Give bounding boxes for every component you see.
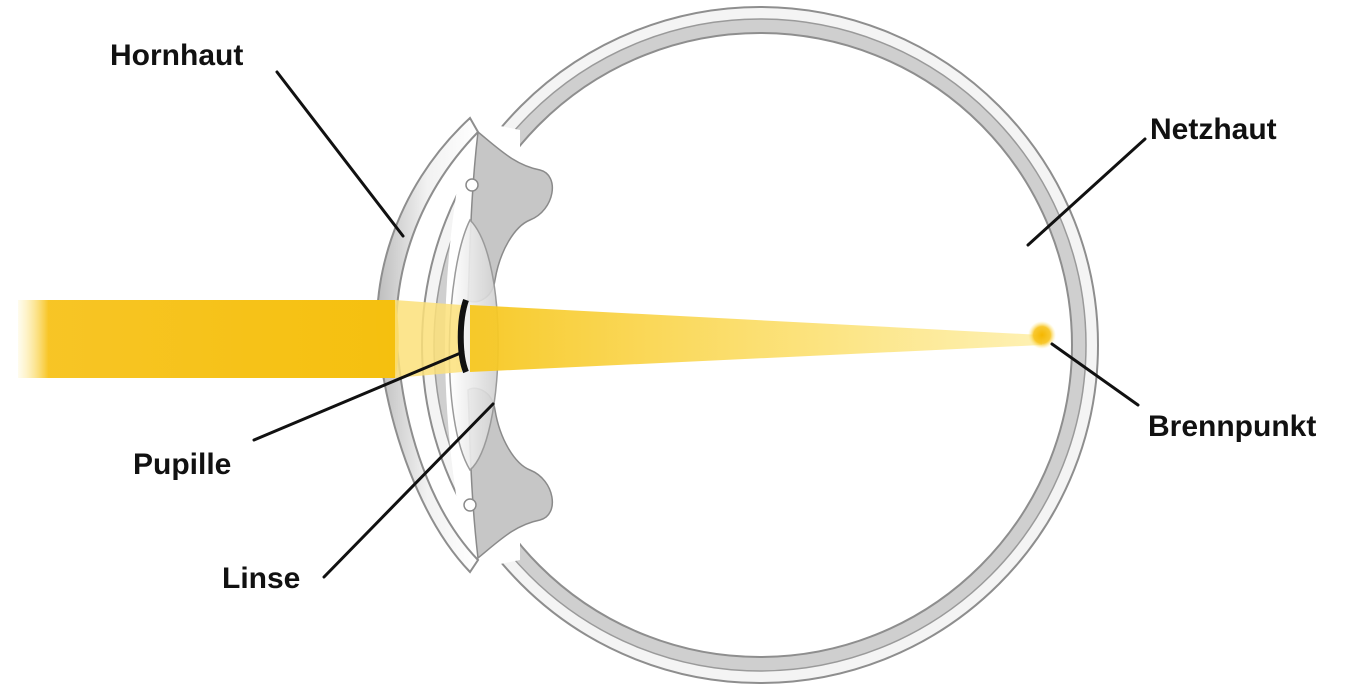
label-retina: Netzhaut [1150,113,1277,146]
label-focal-point: Brennpunkt [1148,410,1316,443]
canal-upper [466,179,478,191]
label-cornea: Hornhaut [110,39,243,72]
label-pupil: Pupille [133,448,231,481]
cornea-leader [277,72,403,236]
canal-lower [464,499,476,511]
incoming-light-beam [18,300,399,378]
label-lens: Linse [222,562,300,595]
